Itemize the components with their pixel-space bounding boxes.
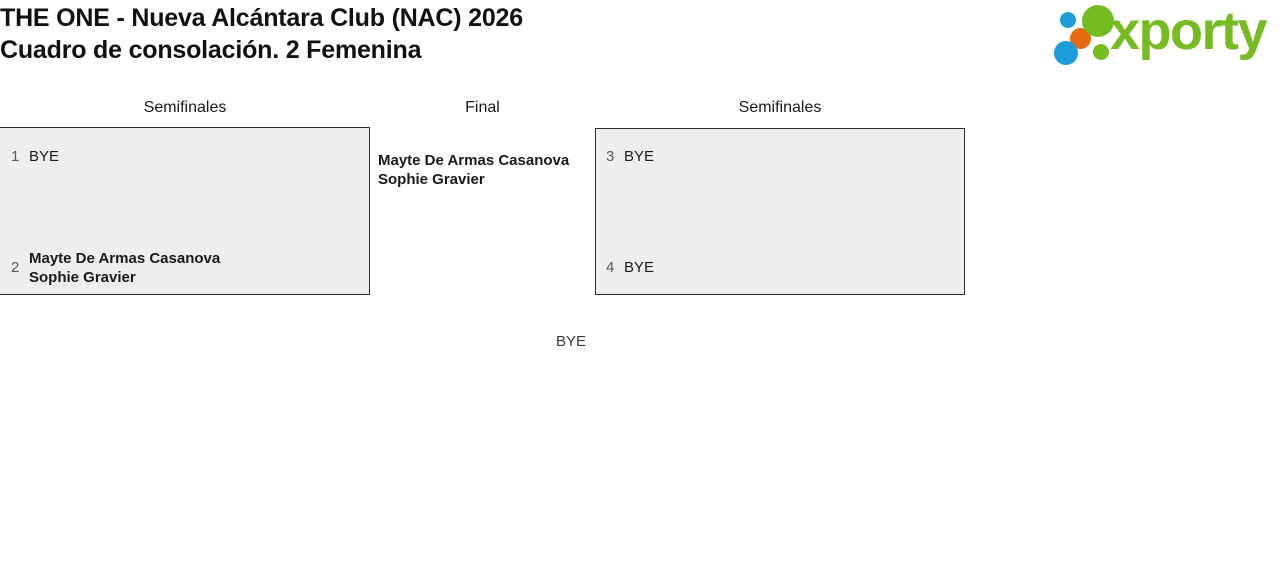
logo-dot-blue-large-icon bbox=[1054, 41, 1078, 65]
xporty-logo[interactable]: xporty bbox=[1048, 1, 1272, 65]
logo-dot-green-small-icon bbox=[1093, 44, 1109, 60]
page-header: THE ONE - Nueva Alcántara Club (NAC) 202… bbox=[0, 0, 1280, 80]
tournament-title: THE ONE - Nueva Alcántara Club (NAC) 202… bbox=[0, 2, 523, 66]
tournament-name: THE ONE - Nueva Alcántara Club (NAC) 202… bbox=[0, 4, 523, 32]
column-header-final: Final bbox=[465, 99, 500, 116]
match-slot-left-2[interactable]: 2 Mayte De Armas Casanova Sophie Gravier bbox=[11, 249, 220, 287]
column-header-right-semifinals: Semifinales bbox=[738, 99, 822, 116]
final-slot-2[interactable]: BYE bbox=[556, 333, 587, 350]
match-slot-right-1[interactable]: 3 BYE bbox=[606, 147, 654, 166]
draw-subtitle: Cuadro de consolación. 2 Femenina bbox=[0, 36, 422, 64]
match-box-right-semifinal[interactable] bbox=[595, 128, 965, 295]
seed-number: 2 bbox=[11, 259, 20, 276]
seed-number: 4 bbox=[606, 258, 615, 276]
logo-dot-blue-small-icon bbox=[1060, 12, 1076, 28]
player-names: BYE bbox=[624, 259, 655, 276]
player-names: Mayte De Armas Casanova Sophie Gravier bbox=[29, 250, 221, 286]
column-header-left-semifinals: Semifinales bbox=[143, 99, 227, 116]
logo-dot-green-large-icon bbox=[1082, 5, 1114, 37]
seed-number: 1 bbox=[11, 147, 20, 165]
match-box-left-semifinal[interactable] bbox=[0, 127, 370, 295]
logo-wordmark: xporty bbox=[1110, 1, 1268, 61]
match-slot-left-1[interactable]: 1 BYE bbox=[11, 147, 59, 166]
logo-dots-icon bbox=[1048, 2, 1114, 65]
player-names: BYE bbox=[624, 148, 655, 165]
player-names: BYE bbox=[29, 148, 60, 165]
match-slot-right-2[interactable]: 4 BYE bbox=[606, 258, 654, 277]
seed-number: 3 bbox=[606, 147, 615, 165]
final-slot-1[interactable]: Mayte De Armas Casanova Sophie Gravier bbox=[378, 152, 570, 188]
logo-dot-orange-icon bbox=[1070, 28, 1091, 49]
